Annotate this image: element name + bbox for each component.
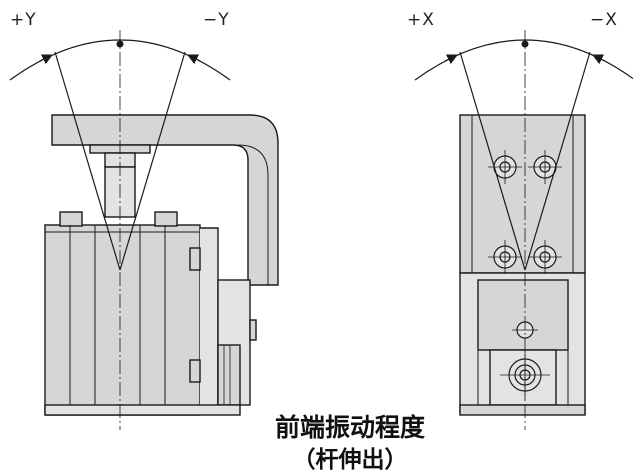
left-cylinder-body bbox=[44, 224, 201, 416]
label-plus-y: +Y bbox=[10, 10, 37, 30]
right-swing-lines bbox=[414, 30, 633, 430]
caption-line-1: 前端振动程度 bbox=[274, 413, 425, 442]
label-minus-x: −X bbox=[590, 10, 618, 30]
label-minus-y: −Y bbox=[203, 10, 230, 30]
left-side-bracket bbox=[200, 227, 219, 411]
left-swing-lines bbox=[9, 30, 231, 430]
left-side-view bbox=[44, 114, 279, 416]
label-plus-x: +X bbox=[407, 10, 435, 30]
right-top-plate bbox=[459, 114, 586, 274]
caption-line-2: （杆伸出） bbox=[292, 447, 408, 473]
